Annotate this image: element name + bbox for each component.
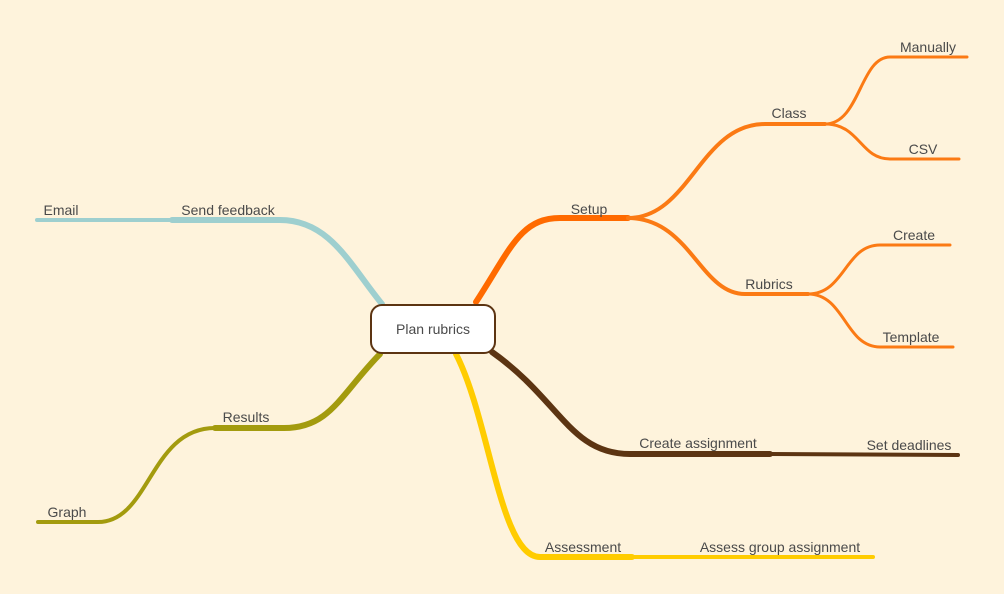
- topic-template[interactable]: Template: [882, 329, 940, 345]
- branch-assessment: [453, 351, 635, 560]
- topic-create[interactable]: Create: [892, 227, 936, 243]
- topic-set-deadlines[interactable]: Set deadlines: [866, 437, 952, 453]
- topic-email[interactable]: Email: [43, 202, 79, 218]
- branch-send-feedback: [169, 217, 385, 307]
- topic-setup[interactable]: Setup: [570, 201, 608, 217]
- branch-results: [212, 351, 383, 431]
- topic-rubrics[interactable]: Rubrics: [745, 276, 793, 292]
- topic-assessment[interactable]: Assessment: [544, 539, 622, 555]
- branch-class: [626, 122, 827, 220]
- branch-template: [806, 292, 955, 349]
- branch-create: [806, 243, 952, 296]
- branch-rubrics: [626, 216, 810, 296]
- topic-manually[interactable]: Manually: [899, 39, 957, 55]
- topic-class[interactable]: Class: [771, 105, 807, 121]
- branch-csv: [823, 122, 961, 161]
- topic-assess-group-assignment[interactable]: Assess group assignment: [699, 539, 861, 555]
- branch-graph: [36, 426, 217, 524]
- topic-csv[interactable]: CSV: [908, 141, 938, 157]
- topic-create-assignment[interactable]: Create assignment: [639, 435, 757, 451]
- central-topic-label: Plan rubrics: [396, 321, 470, 337]
- branch-setup: [473, 215, 631, 305]
- topic-graph[interactable]: Graph: [47, 504, 87, 520]
- central-topic[interactable]: Plan rubrics: [370, 304, 496, 354]
- branch-create-assignment: [489, 349, 773, 457]
- branch-set-deadlines: [768, 452, 960, 457]
- branch-manually: [823, 55, 969, 126]
- topic-results[interactable]: Results: [222, 409, 270, 425]
- topic-send-feedback[interactable]: Send feedback: [181, 202, 275, 218]
